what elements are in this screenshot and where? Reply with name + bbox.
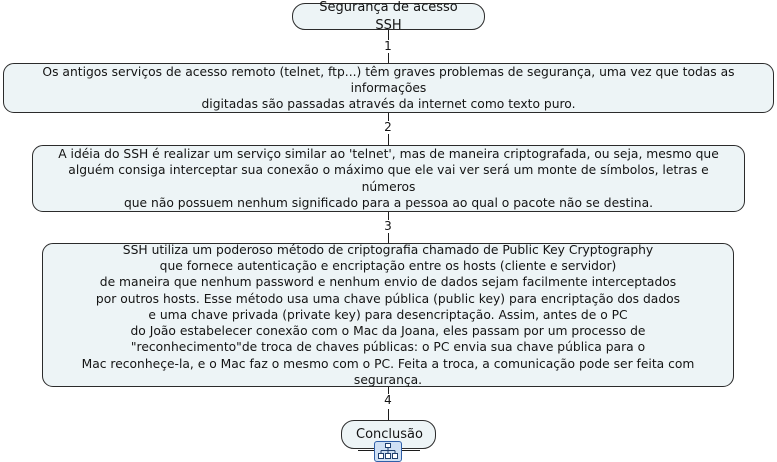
node-step1-label: Os antigos serviços de acesso remoto (te… (42, 64, 735, 112)
node-step2-label: A idéia do SSH é realizar um serviço sim… (58, 147, 719, 210)
node-end-label: Conclusão (356, 426, 423, 442)
connector-line-2 (388, 113, 389, 123)
node-step3[interactable]: SSH utiliza um poderoso método de cripto… (42, 243, 734, 387)
connector-line-4b (388, 409, 389, 420)
node-step1[interactable]: Os antigos serviços de acesso remoto (te… (3, 63, 774, 113)
connector-label-1: 1 (378, 40, 398, 53)
connector-line-1 (388, 30, 389, 42)
connector-label-2: 2 (378, 121, 398, 134)
connector-line-1b (388, 53, 389, 63)
node-start-label: Segurança de acesso SSH (319, 0, 458, 33)
hierarchy-node-icon[interactable] (374, 441, 402, 462)
connector-label-3: 3 (378, 220, 398, 233)
connector-line-3 (388, 212, 389, 222)
connector-label-4: 4 (378, 394, 398, 407)
connector-line-3b (388, 233, 389, 243)
icon-rule-left (358, 450, 375, 451)
node-step3-label: SSH utiliza um poderoso método de cripto… (81, 243, 695, 387)
node-start[interactable]: Segurança de acesso SSH (292, 0, 485, 33)
connector-line-4 (388, 387, 389, 397)
icon-rule-right (402, 450, 420, 451)
node-step2[interactable]: A idéia do SSH é realizar um serviço sim… (32, 145, 745, 212)
connector-line-2b (388, 134, 389, 145)
